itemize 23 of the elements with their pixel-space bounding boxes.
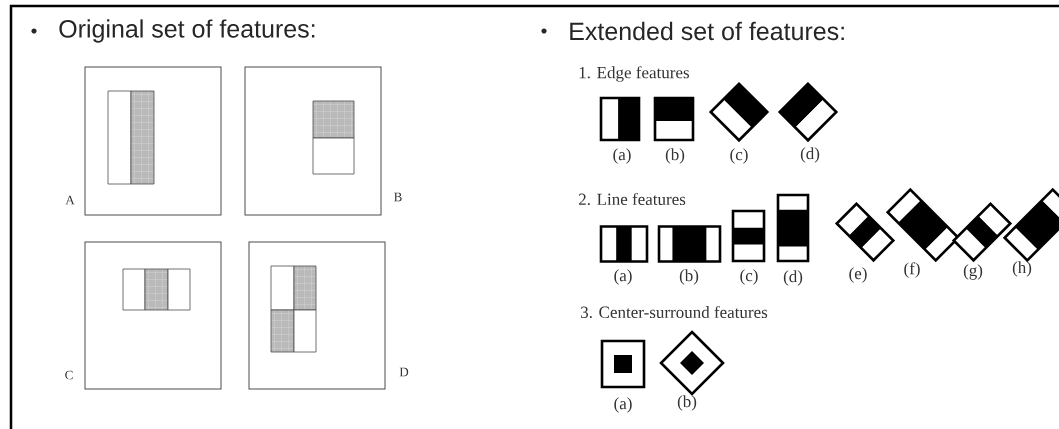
feature-caption: (f) <box>904 262 920 278</box>
panel-letter: D <box>399 367 409 377</box>
feature-caption: (a) <box>614 269 632 285</box>
section-heading: 1. Edge features <box>579 66 689 82</box>
feature-caption: (c) <box>740 269 758 285</box>
feature-caption: (e) <box>849 267 867 283</box>
panel-letter: B <box>394 192 402 202</box>
bullet-item: Extended set of features: <box>541 21 844 41</box>
feature-caption: (c) <box>730 148 748 164</box>
feature-caption: (d) <box>783 270 803 286</box>
panel-letter: C <box>65 370 73 380</box>
panel-letter: A <box>65 195 75 205</box>
feature-caption: (d) <box>800 147 820 163</box>
bullet-item: Original set of features: <box>31 19 315 43</box>
feature-caption: (h) <box>1012 261 1032 277</box>
feature-caption: (a) <box>613 148 631 164</box>
section-heading: 3. Center-surround features <box>581 305 768 319</box>
feature-caption: (g) <box>963 264 983 280</box>
feature-caption: (b) <box>679 269 699 285</box>
feature-caption: (a) <box>614 397 632 413</box>
feature-caption: (b) <box>677 395 697 411</box>
section-heading: 2. Line features <box>578 192 686 206</box>
feature-caption: (b) <box>665 148 685 164</box>
